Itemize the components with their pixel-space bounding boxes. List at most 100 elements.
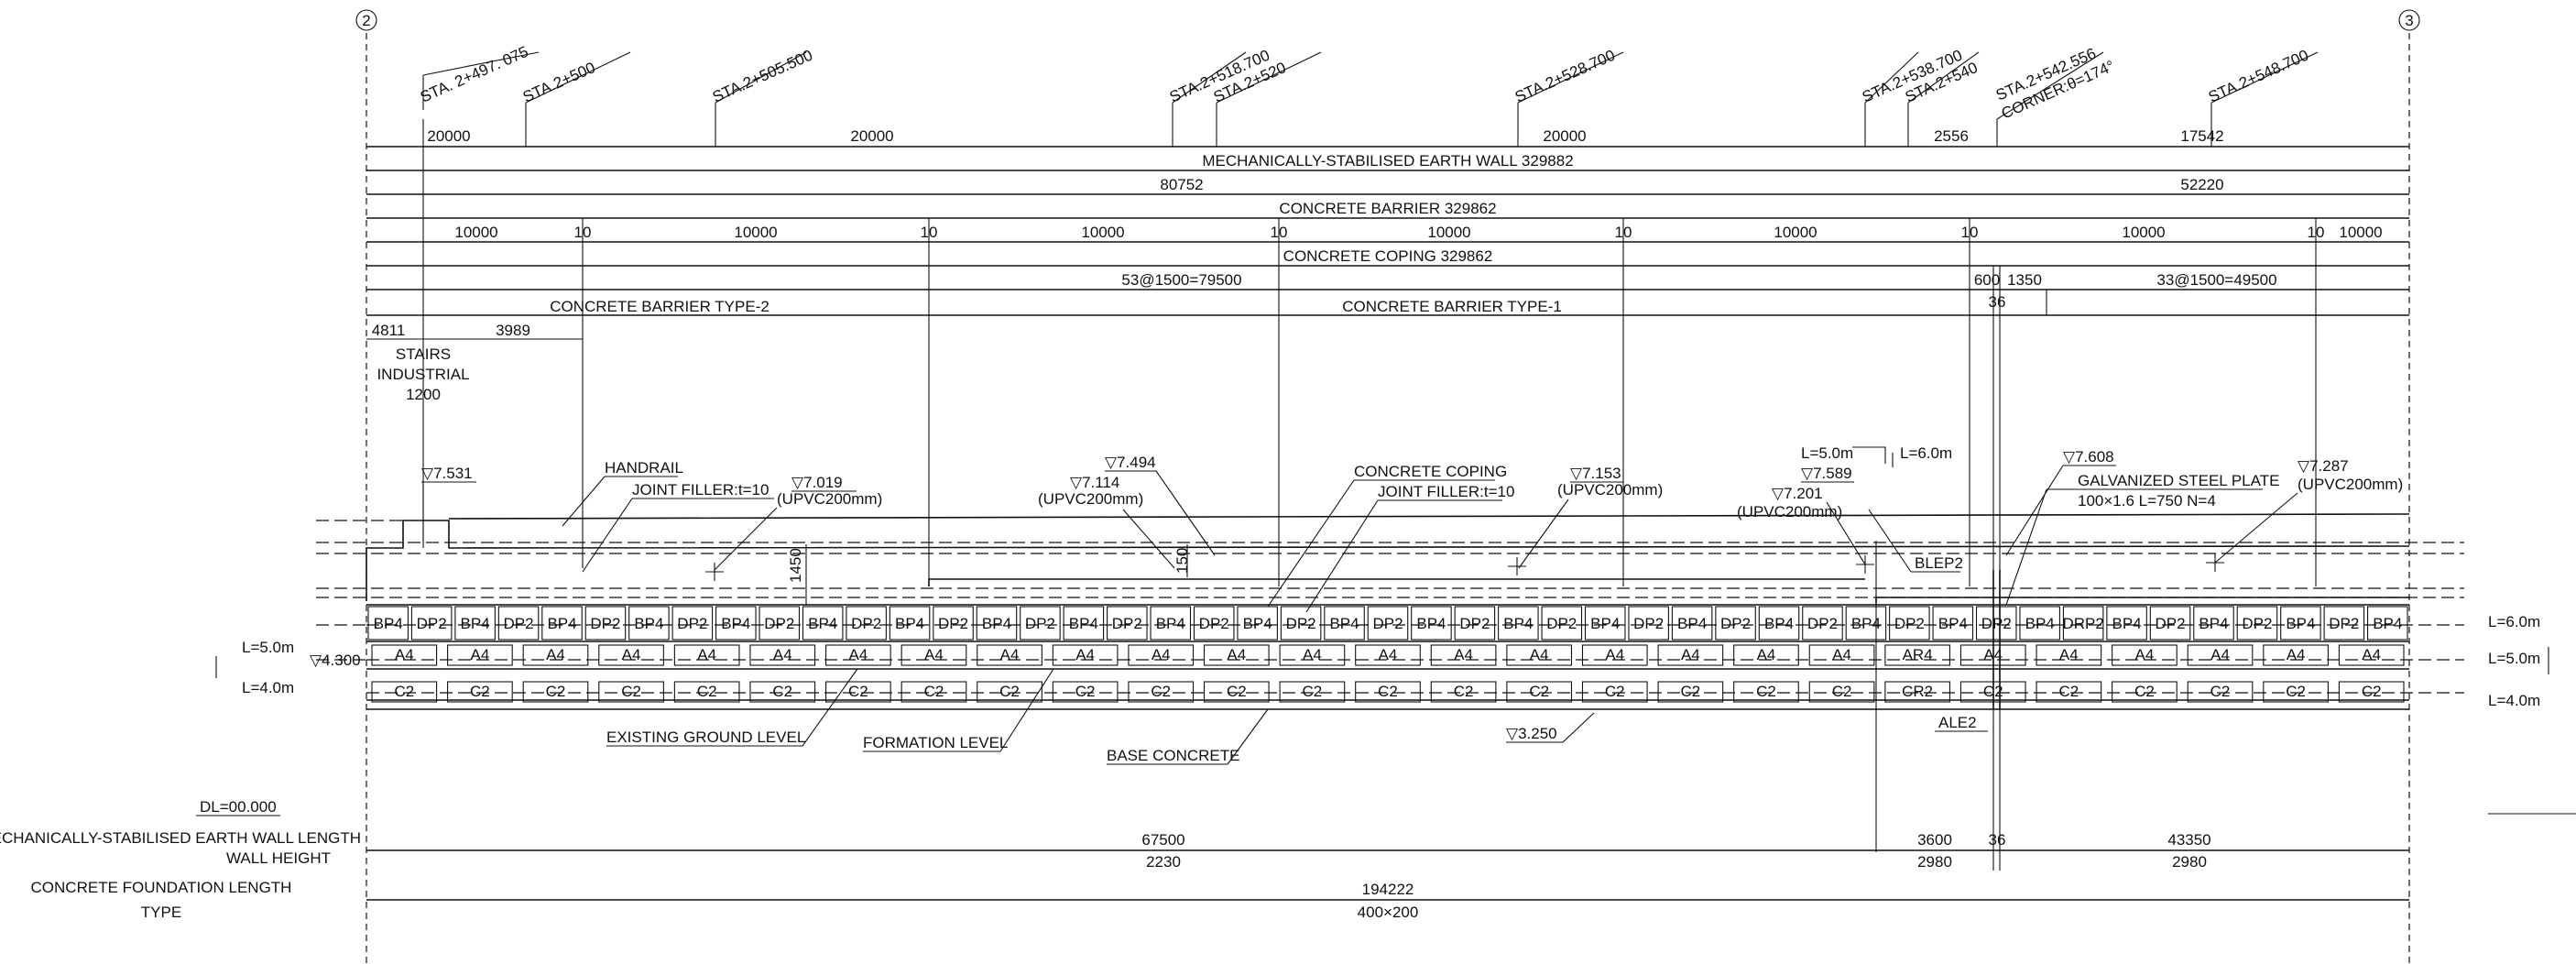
panel-label: CR2 [1902,683,1933,700]
lower-panel [2036,681,2102,703]
panel-label: A4 [1530,646,1549,663]
dim-text: 80752 [1160,176,1203,193]
table-cell: 3600 [1917,831,1952,849]
panel-label: A4 [1757,646,1776,663]
level-mark: ▽7.287 [2298,457,2349,475]
panel-label: BP4 [1764,615,1794,632]
facing-panel [933,606,974,641]
panel-label: C2 [772,683,792,700]
upvc-note: (UPVC200mm) [1557,481,1663,498]
panel-label: A4 [1303,646,1322,663]
lower-panel [1128,644,1195,666]
panel-label: C2 [1832,683,1852,700]
barrier-segment-dims: 10000 10 10000 10 10000 10 10000 10 1000… [454,224,2382,241]
callouts: HANDRAIL JOINT FILLER:t=10 CONCRETE COPI… [562,459,2279,765]
facing-panel [367,606,409,641]
level-mark: ▽7.201 [1772,485,1823,502]
lower-panel [1808,644,1875,666]
table-row-label: MECHANICALLY-STABILISED EARTH WALL LENGT… [0,829,361,847]
panel-label: DP2 [504,615,534,632]
facing-panel [2149,606,2191,641]
lower-panel [2187,644,2254,666]
data-table: DL=00.000 MECHANICALLY-STABILISED EARTH … [0,798,2576,921]
panel-label: A4 [1454,646,1473,663]
panel-label: BP4 [1677,615,1707,632]
panel-label: C2 [999,683,1020,700]
facing-panel [1063,606,1105,641]
panel-label: DP2 [1981,615,2012,632]
dim-text: 10000 [1081,224,1124,241]
stairs-label: INDUSTRIAL [377,366,469,383]
panel-label: A4 [1075,646,1095,663]
lower-panel [1279,681,1346,703]
dim-text: 3989 [496,322,530,339]
panel-label: C2 [2134,683,2155,700]
length-tag: L=6.0m [2488,613,2540,630]
lower-panel [598,644,664,666]
level-mark: ▽3.250 [1506,725,1557,742]
lower-panel [1884,681,1950,703]
panel-label: BP4 [1156,615,1185,632]
panel-label: C2 [1756,683,1776,700]
panel-label: A4 [2135,646,2155,663]
grid-axes: 2 3 [355,9,2420,964]
lower-panel [901,644,967,666]
panel-label: C2 [1605,683,1625,700]
panel-label: BP4 [2373,615,2402,632]
panel-label: AR4 [1903,646,1933,663]
facing-panel [1889,606,1930,641]
level-markers: ▽7.531 ▽7.019 (UPVC200mm) ▽7.114 (UPVC20… [310,448,2403,743]
panel-label: DP2 [1372,615,1403,632]
level-mark: ▽7.589 [1801,465,1852,482]
galvanized-spec: 100×1.6 L=750 N=4 [2078,492,2216,509]
upvc-note: (UPVC200mm) [1038,490,1143,508]
panel-label: DP2 [1546,615,1577,632]
facing-panel [1193,606,1235,641]
vertical-dims: 1450 150 [787,544,1191,605]
station-label: STA.2+548.700 [2206,47,2311,106]
facing-panel [2367,606,2408,641]
table-cell: 67500 [1141,831,1184,849]
panel-label: DP2 [1025,615,1055,632]
lower-panel [977,681,1042,703]
datum-label: DL=00.000 [200,798,277,816]
panel-label: C2 [1454,683,1474,700]
panel-label: BP4 [1590,615,1620,632]
facing-panel [1628,606,1669,641]
lower-panel [1203,644,1270,666]
lower-panel [447,644,513,666]
barrier-total-dim: CONCRETE BARRIER 329862 [1279,200,1496,217]
panel-label: DP2 [1894,615,1925,632]
facing-panel [1802,606,1843,641]
panel-label: A4 [773,646,792,663]
drain-marks [705,553,2224,581]
panel-label: DP2 [417,615,447,632]
table-cell: 194222 [1362,881,1414,898]
lower-panel [673,681,740,703]
lower-panel [2112,644,2178,666]
dim-text: 36 [1989,293,2006,311]
panel-label: C2 [2210,683,2231,700]
lower-panel [825,644,891,666]
panel-label: C2 [848,683,868,700]
lower-panel [1506,644,1573,666]
facing-panel [2236,606,2278,641]
length-tag: L=5.0m [2488,650,2540,667]
panel-label: BP4 [2112,615,2142,632]
panel-label: DRP2 [2062,615,2103,632]
station-label: STA. 2+497. 075 [418,43,531,106]
grid-mark-3: 3 [2405,12,2413,29]
panel-label: BP4 [808,615,837,632]
panel-label: A4 [470,646,489,663]
dim-text: 10 [2308,224,2325,241]
dim-text: 1350 [2007,271,2042,289]
level-mark: ▽7.153 [1570,465,1621,482]
facing-panel [1107,606,1148,641]
panel-label: C2 [1378,683,1398,700]
panel-label: DP2 [2329,615,2359,632]
dim-text: 20000 [427,127,470,145]
lower-panel [1430,644,1497,666]
facing-panel [1715,606,1756,641]
panel-label: DP2 [590,615,620,632]
table-cell: 2230 [1146,853,1181,871]
